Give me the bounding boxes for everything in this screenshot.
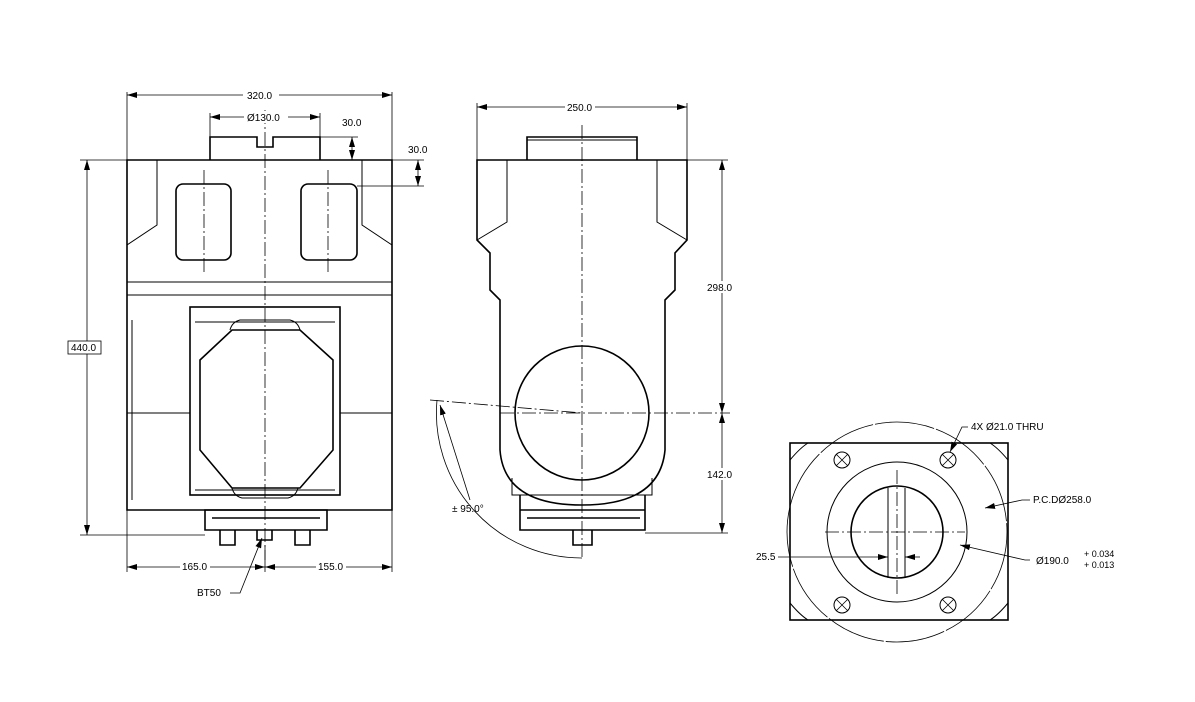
bore-tol-upper: + 0.034 [1084, 549, 1114, 559]
side-width-dim: 250.0 [567, 103, 592, 114]
right-offset-dim: 155.0 [318, 562, 343, 573]
bt50-callout: BT50 [197, 588, 221, 599]
front-width-dim: 320.0 [247, 91, 272, 102]
angle-dim: ± 95.0° [452, 504, 484, 515]
pocket-offset-dim: 30.0 [408, 145, 428, 156]
bore-dim: Ø190.0 [1036, 556, 1069, 567]
upper-height-dim: 298.0 [707, 283, 732, 294]
holes-callout: 4X Ø21.0 THRU [971, 422, 1044, 433]
left-offset-dim: 165.0 [182, 562, 207, 573]
slot-dim: 25.5 [756, 552, 776, 563]
bore-tol-lower: + 0.013 [1084, 560, 1114, 570]
front-height-dim: 440.0 [71, 343, 96, 354]
boss-dia-dim: Ø130.0 [247, 113, 280, 124]
boss-height-dim: 30.0 [342, 118, 362, 129]
side-view: ± 95.0° 250.0 298.0 142.0 [429, 101, 738, 560]
front-view: 320.0 Ø130.0 30.0 30.0 440.0 165.0 155.0… [67, 89, 428, 599]
pcd-callout: P.C.DØ258.0 [1033, 495, 1092, 506]
bottom-view: 4X Ø21.0 THRU P.C.DØ258.0 Ø190.0 + 0.034… [756, 421, 1114, 643]
bolt-holes [833, 451, 957, 614]
lower-height-dim: 142.0 [707, 470, 732, 481]
